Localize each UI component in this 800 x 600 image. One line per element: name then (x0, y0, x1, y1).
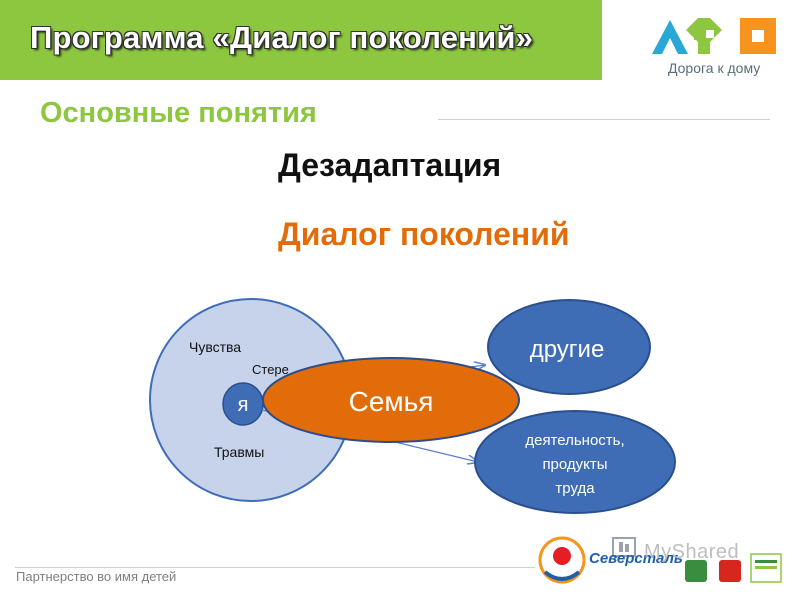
watermark: MyShared (644, 541, 740, 563)
self-label: я (238, 394, 249, 416)
family-ellipse (262, 357, 520, 443)
sponsor-logos (538, 536, 782, 584)
others-label: другие (530, 336, 605, 363)
section-subtitle: Основные понятия (40, 97, 317, 129)
term-deadaptation: Дезадаптация (278, 147, 502, 183)
activity-line-3: труда (555, 480, 595, 497)
family-label: Семья (349, 386, 434, 417)
label-traumas: Травмы (214, 444, 264, 460)
logo-caption: Дорога к дому (668, 60, 761, 76)
footer-divider (15, 567, 535, 568)
activity-ellipse (474, 410, 676, 514)
logo-icon (652, 18, 776, 54)
activity-line-1: деятельность, (525, 432, 624, 449)
label-stereotypes: Стере (252, 362, 289, 377)
divider-line (438, 119, 770, 120)
page-title: Программа «Диалог поколений» (30, 20, 534, 55)
label-feelings: Чувства (189, 339, 241, 355)
sponsor-name: Северсталь (589, 550, 683, 567)
term-dialog: Диалог поколений (278, 216, 570, 252)
footer-text: Партнерство во имя детей (16, 569, 177, 584)
others-ellipse (487, 299, 651, 395)
activity-line-2: продукты (542, 456, 607, 473)
title-bar: Программа «Диалог поколений» (0, 0, 602, 80)
